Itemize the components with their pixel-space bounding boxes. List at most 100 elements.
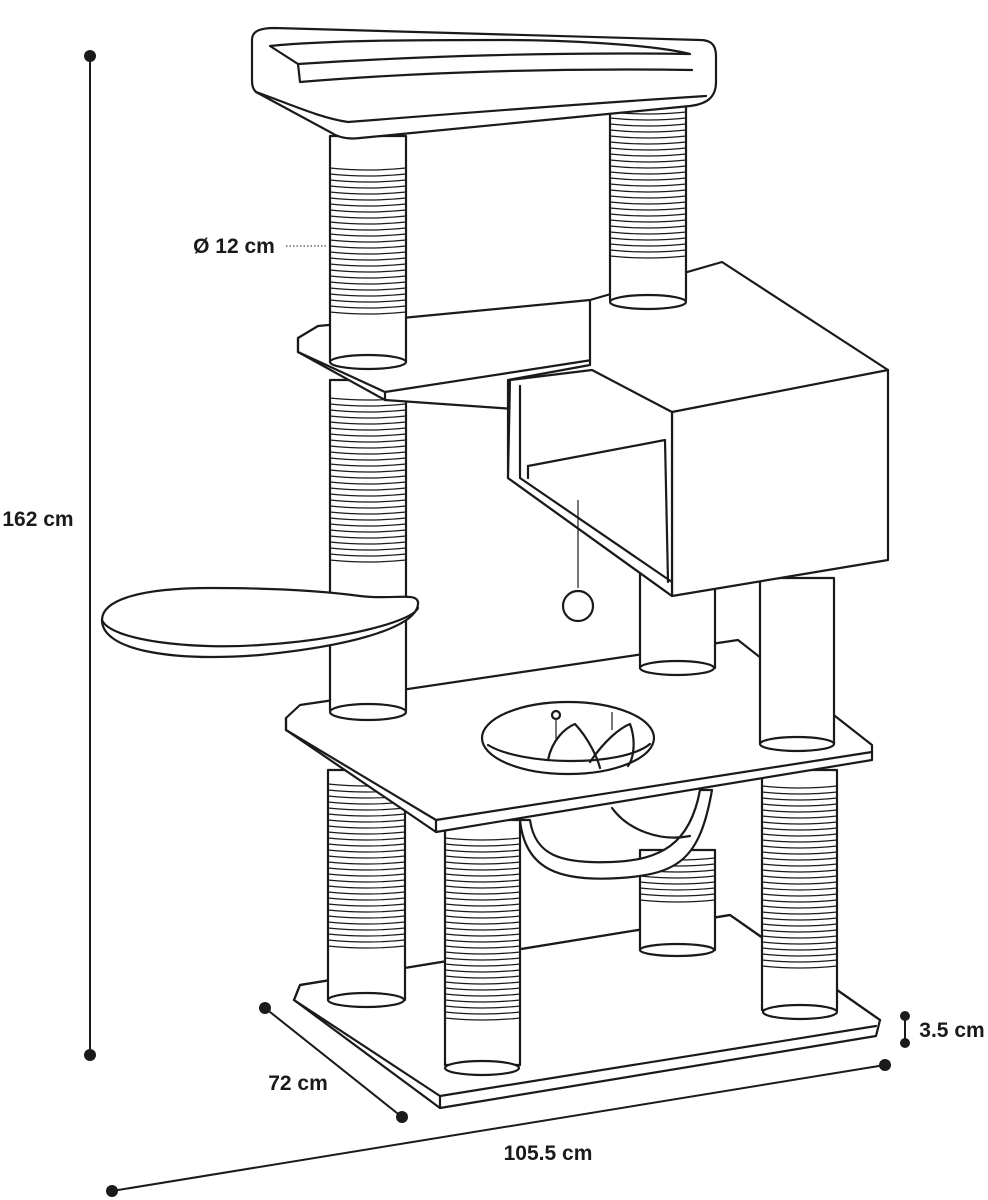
rope-wrap-line xyxy=(329,559,407,563)
rope-wrap-line xyxy=(609,183,687,187)
rope-wrap-line xyxy=(444,837,521,841)
rope-wrap-line xyxy=(329,293,407,297)
rope-wrap-line xyxy=(609,123,687,127)
rope-wrap-line xyxy=(327,861,406,865)
rope-wrap-line xyxy=(327,825,406,829)
rope-wrap-line xyxy=(444,951,521,955)
rope-wrap-line xyxy=(761,923,838,927)
rope-wrap-line xyxy=(444,987,521,991)
rope-wrap-line xyxy=(444,891,521,895)
rope-wrap-line xyxy=(329,457,407,461)
rope-wrap-line xyxy=(329,269,407,273)
depth-label: 72 cm xyxy=(268,1072,328,1095)
rope-wrap-line xyxy=(329,191,407,195)
rope-wrap-line xyxy=(327,927,406,931)
rope-wrap-line xyxy=(327,819,406,823)
rope-wrap-line xyxy=(329,523,407,527)
rope-wrap-line xyxy=(761,809,838,813)
rope-wrap-line xyxy=(329,409,407,413)
rope-wrap-line xyxy=(444,921,521,925)
rope-wrap-line xyxy=(329,185,407,189)
post-top-left xyxy=(328,134,408,371)
rope-wrap-line xyxy=(444,981,521,985)
rope-wrap-line xyxy=(444,969,521,973)
rope-wrap-line xyxy=(329,463,407,467)
rope-wrap-line xyxy=(327,873,406,877)
rope-wrap-line xyxy=(444,1017,521,1021)
rope-wrap-line xyxy=(329,167,407,171)
depth-dimension xyxy=(259,1002,408,1123)
rope-wrap-line xyxy=(329,245,407,249)
rope-wrap-line xyxy=(329,203,407,207)
rope-wrap-line xyxy=(329,233,407,237)
rope-wrap-line xyxy=(444,915,521,919)
rope-wrap-line xyxy=(761,965,838,969)
rope-wrap-line xyxy=(329,517,407,521)
rope-wrap-line xyxy=(761,815,838,819)
rope-wrap-line xyxy=(329,481,407,485)
rope-wrap-line xyxy=(329,421,407,425)
rope-wrap-line xyxy=(761,887,838,891)
rope-wrap-line xyxy=(327,813,406,817)
rope-wrap-line xyxy=(329,197,407,201)
rope-wrap-line xyxy=(327,837,406,841)
rope-wrap-line xyxy=(329,215,407,219)
post-top-right xyxy=(608,98,688,311)
rope-wrap-line xyxy=(329,311,407,315)
rope-wrap-line xyxy=(329,445,407,449)
rope-wrap-line xyxy=(444,861,521,865)
rope-wrap-line xyxy=(609,177,687,181)
rope-wrap-line xyxy=(327,867,406,871)
rope-wrap-line xyxy=(609,171,687,175)
post-upper-left xyxy=(328,378,408,722)
post-lower-front xyxy=(443,818,522,1077)
height-dimension-bottom-dot xyxy=(84,1049,96,1061)
rope-wrap-line xyxy=(761,911,838,915)
rope-wrap-line xyxy=(761,869,838,873)
rope-wrap-line xyxy=(444,867,521,871)
rope-wrap-line xyxy=(444,903,521,907)
rope-wrap-line xyxy=(444,927,521,931)
rope-wrap-line xyxy=(639,881,716,885)
rope-wrap-line xyxy=(761,941,838,945)
rope-wrap-line xyxy=(609,159,687,163)
rope-wrap-line xyxy=(329,433,407,437)
rope-wrap-line xyxy=(444,1011,521,1015)
rope-wrap-line xyxy=(761,827,838,831)
rope-wrap-line xyxy=(329,239,407,243)
rope-wrap-line xyxy=(761,935,838,939)
rope-wrap-line xyxy=(327,843,406,847)
rope-wrap-line xyxy=(329,281,407,285)
rope-wrap-line xyxy=(609,231,687,235)
rope-wrap-line xyxy=(329,541,407,545)
rope-wrap-line xyxy=(327,933,406,937)
rope-wrap-line xyxy=(329,535,407,539)
height-dimension-top-dot xyxy=(84,50,96,62)
rope-wrap-line xyxy=(761,863,838,867)
rope-wrap-line xyxy=(327,891,406,895)
rope-wrap-line xyxy=(327,879,406,883)
post-upper-right xyxy=(758,576,836,753)
rope-wrap-line xyxy=(329,511,407,515)
rope-wrap-line xyxy=(327,915,406,919)
rope-wrap-line xyxy=(329,547,407,551)
diameter-label: Ø 12 cm xyxy=(193,235,275,258)
rope-wrap-line xyxy=(329,257,407,261)
rope-wrap-line xyxy=(761,905,838,909)
rope-wrap-line xyxy=(761,929,838,933)
rope-wrap-line xyxy=(327,903,406,907)
rope-wrap-line xyxy=(609,129,687,133)
rope-wrap-line xyxy=(444,933,521,937)
rope-wrap-line xyxy=(761,833,838,837)
rope-wrap-line xyxy=(329,227,407,231)
rope-wrap-line xyxy=(329,179,407,183)
platform-hole xyxy=(480,700,656,776)
rope-wrap-line xyxy=(761,875,838,879)
height-dimension xyxy=(84,50,96,1061)
rope-wrap-line xyxy=(329,451,407,455)
rope-wrap-line xyxy=(609,165,687,169)
rope-wrap-line xyxy=(329,469,407,473)
post-lower-right xyxy=(760,768,839,1021)
rope-wrap-line xyxy=(329,415,407,419)
